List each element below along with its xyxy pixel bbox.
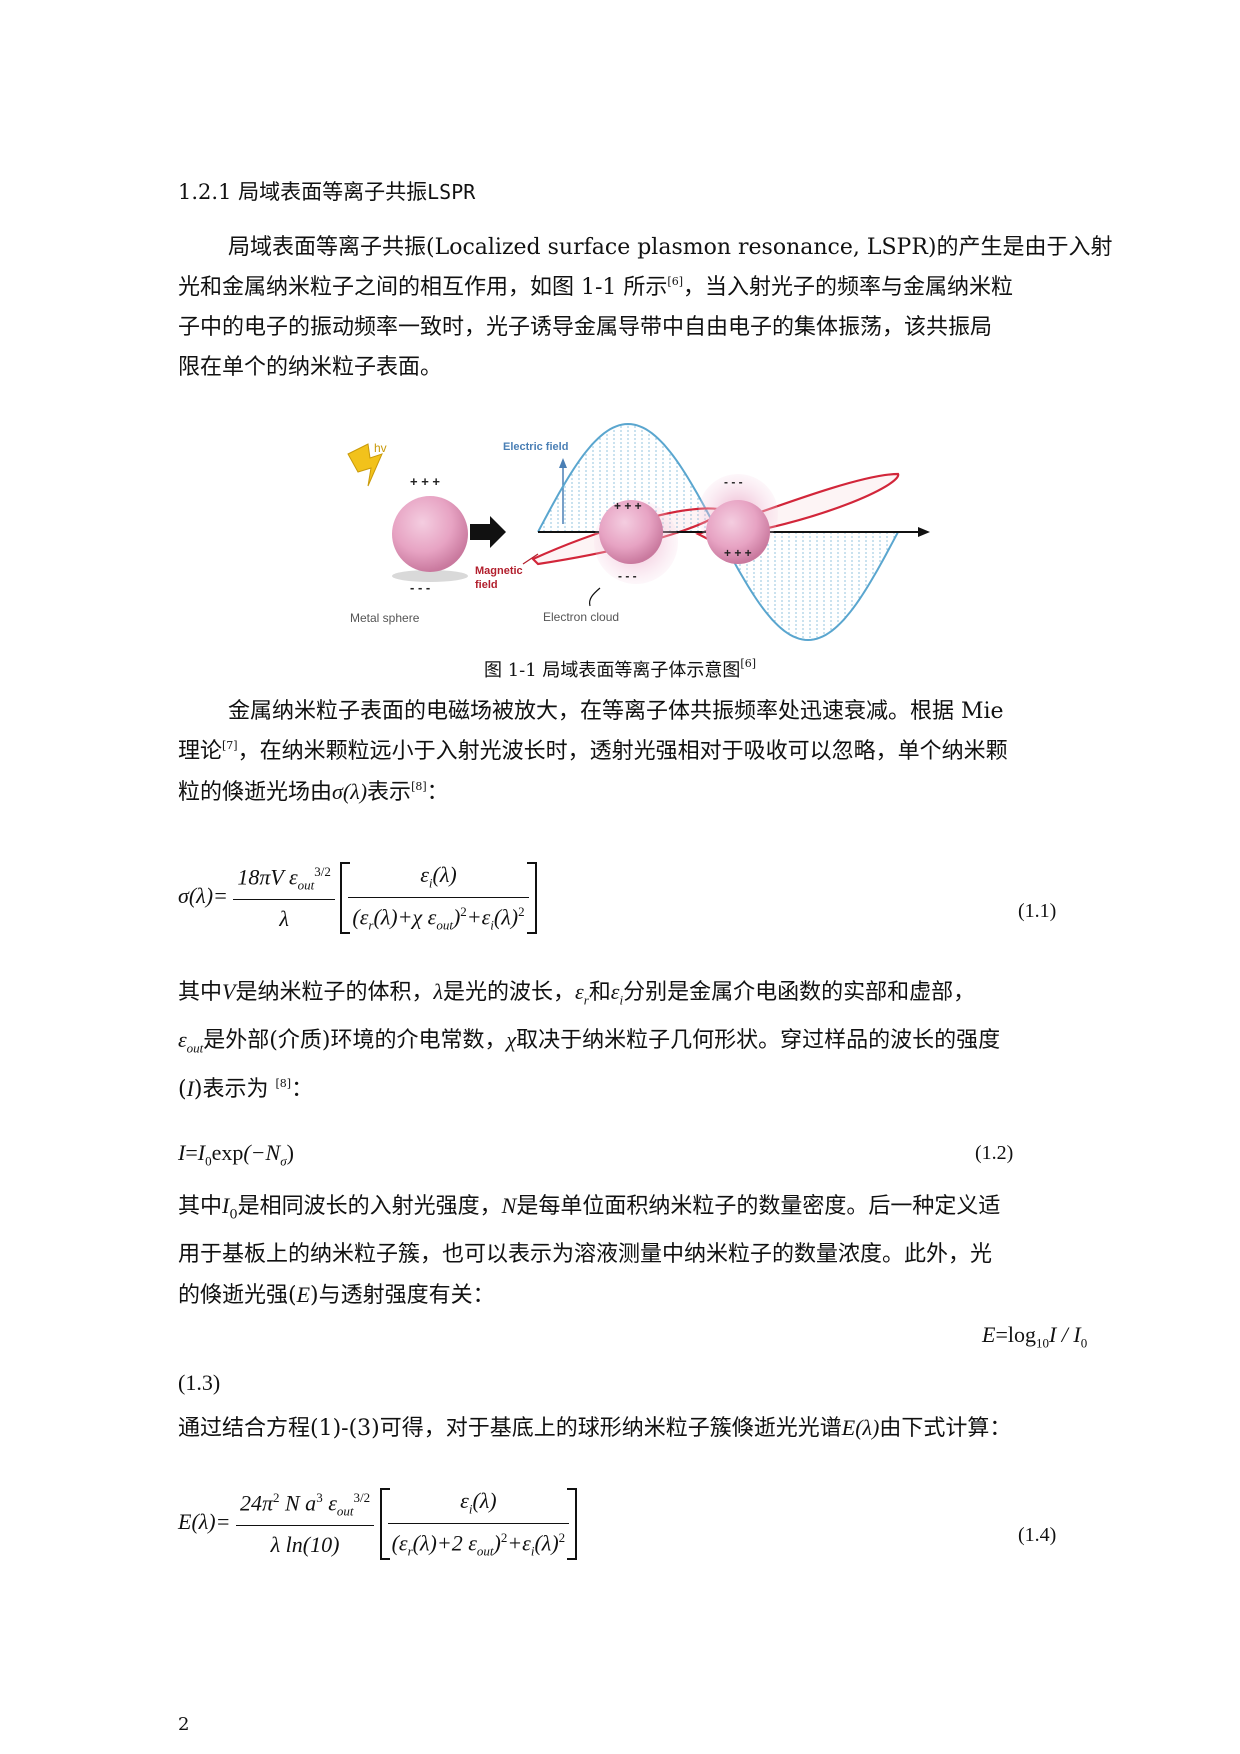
figure-lspr: hv + + + - - - Metal sphere Magnetic fie… <box>338 414 968 648</box>
paragraph-line: (I)表示为 [8]： <box>178 1075 314 1102</box>
minus-charge-mid: - - - <box>618 569 637 583</box>
magnetic-field-label-2: field <box>475 579 498 591</box>
equation-1-1: σ(λ)= 18πV εout3/2 λ εi(λ) (εr(λ)+χ εout… <box>178 862 537 935</box>
paragraph-line: 粒的倏逝光场由σ(λ)表示[8]： <box>178 779 449 805</box>
section-abbr: LSPR <box>427 180 476 204</box>
paragraph-line: 光和金属纳米粒子之间的相互作用，如图 1-1 所示[6]，当入射光子的频率与金属… <box>178 275 1014 300</box>
plasmon-sphere-right <box>706 500 770 564</box>
citation: [7] <box>222 739 238 752</box>
symbol-sigma: σ(λ) <box>332 779 368 804</box>
eq4-bracket: εi(λ) (εr(λ)+2 εout)2+εi(λ)2 <box>379 1488 578 1561</box>
eq1-denominator: (εr(λ)+χ εout)2+εi(λ)2 <box>352 904 525 934</box>
paragraph-line: 的倏逝光强(E)与透射强度有关： <box>178 1282 495 1309</box>
paragraph-line: 其中V是纳米粒子的体积，λ是光的波长，εr和εi分别是金属介电函数的实部和虚部， <box>178 979 976 1008</box>
arrow-right-icon <box>470 516 506 548</box>
eq1-lhs: σ(λ)= <box>178 883 228 909</box>
propagation-arrow <box>918 527 930 537</box>
citation: [6] <box>740 657 757 670</box>
paragraph-line: 局域表面等离子共振(Localized surface plasmon reso… <box>228 235 1113 260</box>
citation: [8] <box>275 1076 292 1090</box>
eq1-bracket: εi(λ) (εr(λ)+χ εout)2+εi(λ)2 <box>340 862 537 935</box>
paragraph-line: 理论[7]，在纳米颗粒远小于入射光波长时，透射光强相对于吸收可以忽略，单个纳米颗 <box>178 739 1008 764</box>
paragraph-line: 用于基板上的纳米粒子簇，也可以表示为溶液测量中纳米粒子的数量浓度。此外，光 <box>178 1242 993 1268</box>
minus-charge-left: - - - <box>410 580 430 595</box>
electron-cloud-label: Electron cloud <box>543 610 619 624</box>
plus-charge-mid: + + + <box>614 499 642 513</box>
paragraph-line: 子中的电子的振动频率一致时，光子诱导金属导带中自由电子的集体振荡，该共振局 <box>178 315 993 340</box>
paragraph-line: 限在单个的纳米粒子表面。 <box>178 355 443 380</box>
paragraph-line: εout是外部(介质)环境的介电常数，χ取决于纳米粒子几何形状。穿过样品的波长的… <box>178 1027 1001 1056</box>
eq1-prefactor: 18πV εout3/2 λ <box>233 864 335 933</box>
equation-number: (1.1) <box>1018 900 1057 922</box>
minus-charge-right: - - - <box>724 475 743 489</box>
metal-sphere-label: Metal sphere <box>350 611 420 625</box>
paragraph-line: 通过结合方程(1)-(3)可得，对于基底上的球形纳米粒子簇倏逝光光谱E(λ)由下… <box>178 1415 1012 1441</box>
equation-number: (1.4) <box>1018 1524 1057 1546</box>
citation: [8] <box>411 780 427 793</box>
equation-1-3: E=log10I / I0 <box>982 1322 1088 1351</box>
paragraph-intro: 局域表面等离子共振(Localized surface plasmon reso… <box>178 228 1123 388</box>
plus-charge-right: + + + <box>724 546 752 560</box>
magnetic-pointer <box>522 553 539 565</box>
sphere-shadow <box>392 570 468 582</box>
section-number: 1.2.1 <box>178 180 232 204</box>
paragraph-intensity: 其中I0是相同波长的入射光强度，N是每单位面积纳米粒子的数量密度。后一种定义适 … <box>178 1186 1123 1316</box>
eq4-prefactor: 24π2 N a3 εout3/2 λ ln(10) <box>235 1490 375 1559</box>
section-title: 局域表面等离子共振 <box>238 180 428 204</box>
figure-caption: 图 1-1 局域表面等离子体示意图[6] <box>483 657 757 681</box>
plasmon-sphere-mid <box>599 500 663 564</box>
plus-charge-left: + + + <box>410 474 440 489</box>
section-heading: 1.2.1 局域表面等离子共振LSPR <box>178 176 475 206</box>
electric-axis-arrow <box>559 458 567 468</box>
equation-1-2: I=I0exp(−Nσ) <box>178 1140 294 1169</box>
electron-cloud-pointer <box>588 587 601 607</box>
equation-number: (1.2) <box>975 1142 1014 1164</box>
paragraph-line: 其中I0是相同波长的入射光强度，N是每单位面积纳米粒子的数量密度。后一种定义适 <box>178 1193 1001 1223</box>
paragraph-line: 金属纳米粒子表面的电磁场被放大，在等离子体共振频率处迅速衰减。根据 Mie <box>228 699 1004 724</box>
lightning-bolt-icon <box>347 443 383 487</box>
equation-number: (1.3) <box>178 1370 221 1395</box>
equation-1-4: E(λ)= 24π2 N a3 εout3/2 λ ln(10) εi(λ) (… <box>178 1488 578 1561</box>
magnetic-field-label-1: Magnetic <box>475 565 523 577</box>
metal-sphere <box>392 496 468 572</box>
electric-field-label: Electric field <box>503 441 568 453</box>
paragraph-variables: 其中V是纳米粒子的体积，λ是光的波长，εr和εi分别是金属介电函数的实部和虚部，… <box>178 972 1123 1110</box>
citation: [6] <box>667 275 684 288</box>
paragraph-combined: 通过结合方程(1)-(3)可得，对于基底上的球形纳米粒子簇倏逝光光谱E(λ)由下… <box>178 1408 1123 1449</box>
lspr-diagram: hv + + + - - - Metal sphere Magnetic fie… <box>347 422 930 642</box>
hv-label: hv <box>374 441 387 455</box>
eq4-denominator: (εr(λ)+2 εout)2+εi(λ)2 <box>391 1530 566 1560</box>
paragraph-mie: 金属纳米粒子表面的电磁场被放大，在等离子体共振频率处迅速衰减。根据 Mie 理论… <box>178 692 1123 813</box>
page-number: 2 <box>178 1714 190 1735</box>
